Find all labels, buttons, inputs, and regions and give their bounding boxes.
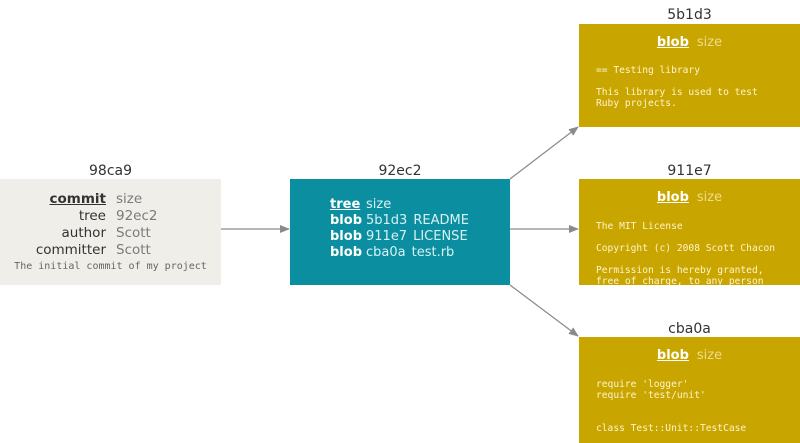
blob-content-line: require 'test/unit' [596,390,706,401]
blob-content-line: == Testing library [596,65,700,76]
tree-size-label: size [366,197,392,212]
commit-header-row: commit size [0,191,221,208]
blob-object-5b1d3: blob size == Testing library This library… [579,24,800,127]
blob-size-label: size [696,35,723,50]
tree-entry-row: blob 5b1d3 README [330,213,469,229]
tree-entry-row: blob cba0a test.rb [330,245,469,261]
tree-hash-label: 92ec2 [378,163,422,179]
commit-object: commit size tree 92ec2 author Scott comm… [0,179,221,285]
tree-object: tree size blob 5b1d3 README blob 911e7 L… [290,179,510,285]
tree-entry-type: blob [330,245,362,260]
tree-entry-hash: 911e7 [366,229,408,244]
blob-content-line: require 'logger' [596,379,689,390]
arrow-tree-to-blob-5b1d3 [509,126,579,180]
tree-header-row: tree size [330,197,469,213]
blob-hash-label: 5b1d3 [667,7,712,23]
commit-field-value: 92ec2 [116,208,158,224]
blob-header: blob size [579,35,800,50]
commit-field-key: tree [78,208,106,224]
blob-header: blob size [579,348,800,363]
commit-message: The initial commit of my project [14,261,207,272]
arrow-tree-to-blob-cba0a [509,284,579,337]
commit-field-value: Scott [116,225,151,241]
blob-type-label: blob [656,190,689,205]
commit-field-row: committer Scott [0,242,221,259]
tree-entry-hash: cba0a [366,245,406,260]
commit-type-label: commit [49,191,107,207]
tree-type-label: tree [330,197,361,212]
blob-content-line: Permission is hereby granted, [596,265,764,276]
tree-entry-name: LICENSE [413,229,468,244]
blob-size-label: size [696,348,723,363]
commit-field-row: tree 92ec2 [0,208,221,225]
blob-header: blob size [579,190,800,205]
blob-content-line: class Test::Unit::TestCase [596,423,747,434]
tree-entry-type: blob [330,213,362,228]
tree-entry-type: blob [330,229,362,244]
blob-hash-label: 911e7 [667,163,712,179]
blob-type-label: blob [656,348,689,363]
blob-hash-label: cba0a [668,321,711,337]
commit-hash-label: 98ca9 [89,163,132,179]
blob-object-cba0a: blob size require 'logger' require 'test/… [579,337,800,443]
blob-content-line: The MIT License [596,221,683,232]
blob-type-label: blob [656,35,689,50]
blob-content-line: Ruby projects. [596,98,677,109]
blob-object-911e7: blob size The MIT License Copyright (c) 2… [579,179,800,285]
commit-field-row: author Scott [0,225,221,242]
commit-size-label: size [116,191,143,207]
tree-entry-name: test.rb [411,245,455,260]
tree-entry-row: blob 911e7 LICENSE [330,229,469,245]
commit-field-key: committer [35,242,106,258]
blob-content-line: Copyright (c) 2008 Scott Chacon [596,243,776,254]
blob-size-label: size [696,190,723,205]
tree-entry-hash: 5b1d3 [366,213,408,228]
commit-field-value: Scott [116,242,151,258]
blob-content-line: This library is used to test [596,87,758,98]
commit-field-key: author [61,225,107,241]
blob-content-line: free of charge, to any person [596,276,764,285]
tree-entry-name: README [413,213,469,228]
